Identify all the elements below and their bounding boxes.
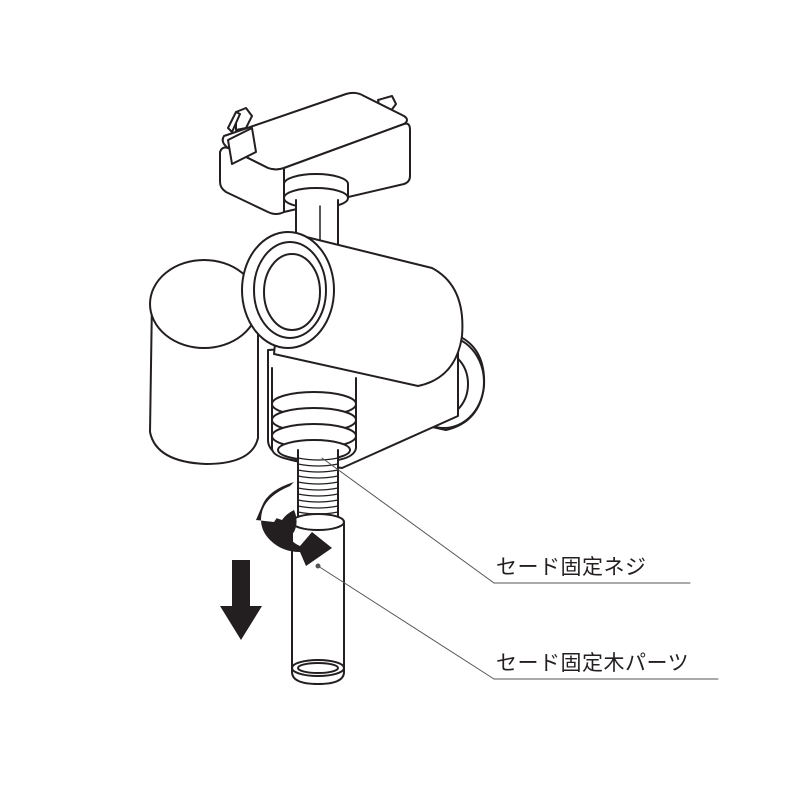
- leader-screw: [321, 457, 495, 584]
- label-shade-screw: セード固定ネジ: [496, 555, 647, 579]
- socket-front: [241, 231, 464, 387]
- adapter-front-face: [219, 146, 285, 215]
- callout-leaders: [315, 457, 719, 680]
- down-arrow-icon: [220, 560, 262, 640]
- leader-wood-part: [317, 565, 495, 680]
- curved-arrow-icon: [256, 482, 332, 566]
- label-shade-wood-part: セード固定木パーツ: [496, 651, 689, 675]
- socket-back-left: [149, 259, 259, 465]
